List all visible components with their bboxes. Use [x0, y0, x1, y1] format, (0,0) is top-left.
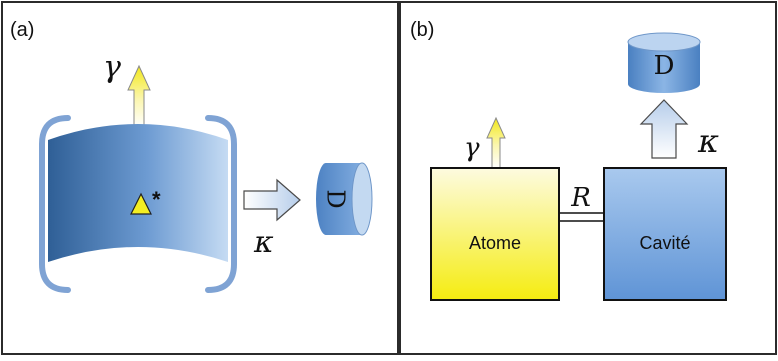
coupling-label: R — [570, 183, 591, 213]
detector-a-face — [351, 162, 373, 236]
left-mirror — [39, 115, 71, 293]
gamma-arrow-b — [486, 116, 506, 169]
kappa-label-b: κ — [697, 122, 719, 160]
cavity-label: Cavité — [639, 233, 690, 253]
detector-b — [628, 42, 700, 93]
atom-box — [430, 167, 560, 301]
atom-label: Atome — [469, 233, 521, 253]
emitter-star: * — [152, 187, 161, 212]
kappa-label-a: κ — [253, 225, 274, 260]
kappa-arrow-b — [639, 99, 689, 159]
cavity-box — [603, 167, 727, 301]
panel-a: (a) γ * κ D — [1, 1, 399, 355]
kappa-arrow-a — [243, 178, 301, 222]
detector-a-label: D — [322, 189, 350, 208]
detector-b-label: D — [654, 51, 675, 81]
gamma-label-b: γ — [464, 133, 480, 163]
panel-b: (b) D κ γ Atome R Cavité — [399, 1, 777, 355]
gamma-label-a: γ — [103, 50, 121, 85]
panel-a-label: (a) — [10, 19, 34, 41]
detector-b-top — [627, 32, 701, 52]
gamma-arrow-a — [127, 64, 151, 128]
right-mirror — [205, 115, 237, 293]
cavity-body — [48, 124, 228, 262]
panel-b-label: (b) — [410, 19, 434, 41]
emitter-triangle — [130, 192, 152, 215]
